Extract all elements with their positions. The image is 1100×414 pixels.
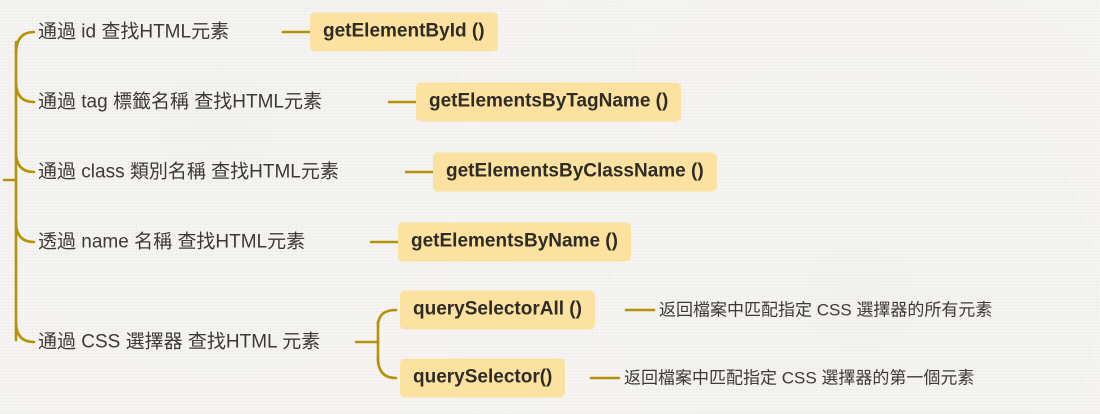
badge-get-elements-by-tag-name[interactable]: getElementsByTagName () [416,82,682,122]
badge-get-elements-by-class-name[interactable]: getElementsByClassName () [433,152,717,192]
branch-2-elbow [14,80,36,104]
branch-label-tag[interactable]: 通過 tag 標籤名稱 查找HTML元素 [38,91,322,113]
description-query-selector-all: 返回檔案中匹配指定 CSS 選擇器的所有元素 [659,300,993,320]
branch-label-id[interactable]: 通過 id 查找HTML元素 [38,21,230,43]
sub-branch-1-elbow [376,308,398,328]
description-query-selector: 返回檔案中匹配指定 CSS 選擇器的第一個元素 [624,368,975,388]
branch-label-class[interactable]: 通過 class 類別名稱 查找HTML元素 [38,161,339,183]
branch-1-elbow [14,30,36,56]
branch-4-elbow [14,220,36,244]
badge-query-selector-all[interactable]: querySelectorAll () [400,290,595,330]
branch-label-name[interactable]: 透過 name 名稱 查找HTML元素 [38,231,306,253]
badge-query-selector[interactable]: querySelector() [400,358,566,398]
sub-branch-2-elbow [376,356,398,380]
badge-get-element-by-id[interactable]: getElementById () [310,12,498,52]
branch-3-elbow [14,150,36,174]
branch-5-elbow [14,320,36,344]
badge-get-elements-by-name[interactable]: getElementsByName () [398,222,631,262]
branch-label-css-selector[interactable]: 通過 CSS 選擇器 查找HTML 元素 [38,331,321,353]
